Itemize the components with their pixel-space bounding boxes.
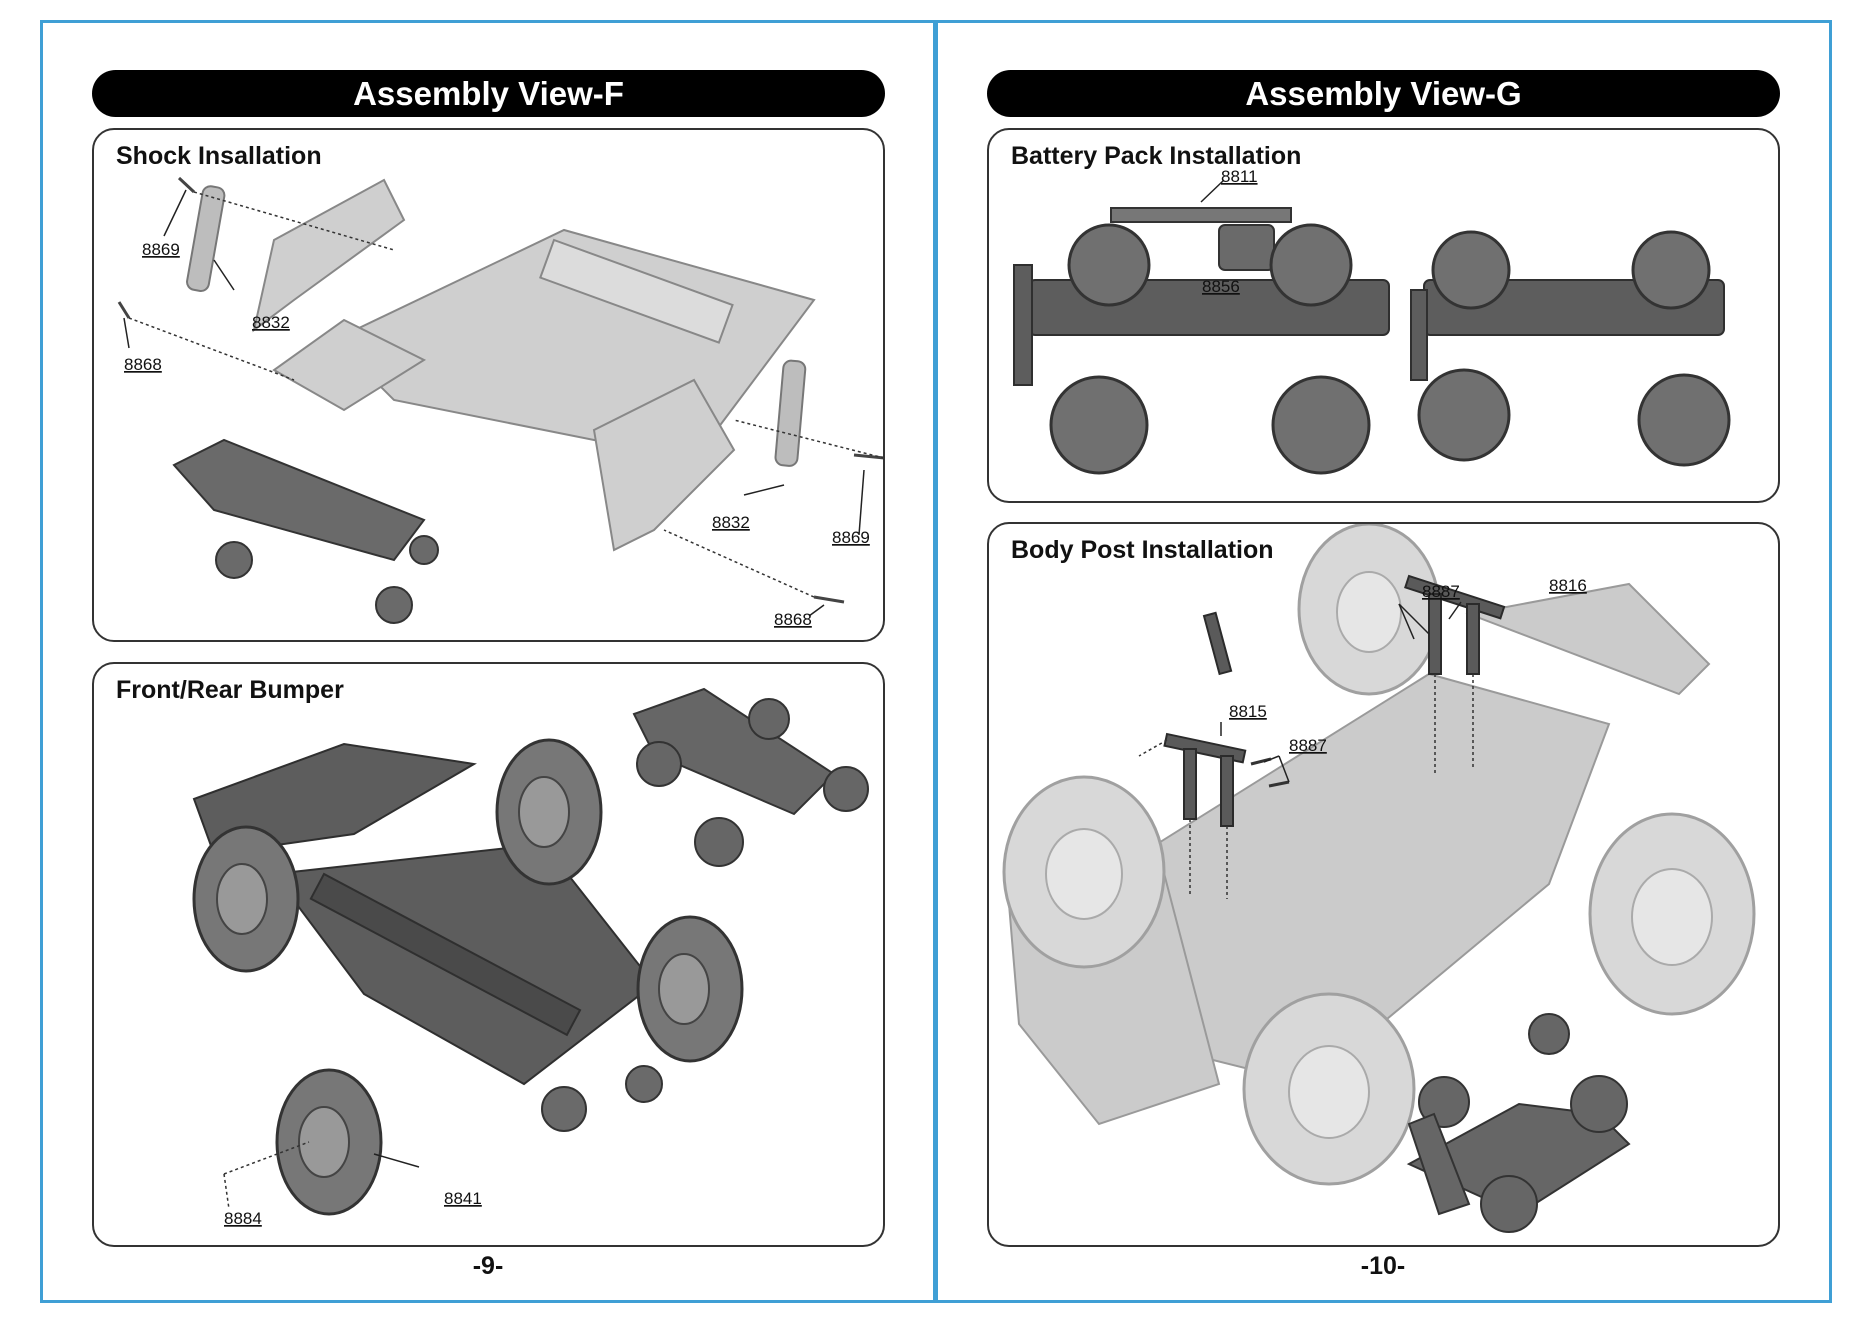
inset-truck-illustration xyxy=(634,689,868,866)
body-post-illustration: 8887 8816 8815 8887 xyxy=(989,524,1780,1247)
left-page-title: Assembly View-F xyxy=(92,70,885,117)
part-label-8884: 8884 xyxy=(224,1209,262,1228)
part-label-8832: 8832 xyxy=(252,313,290,332)
part-label-8868: 8868 xyxy=(124,355,162,374)
part-label-8887: 8887 xyxy=(1422,582,1460,601)
battery-strap-illustration xyxy=(1111,208,1291,222)
part-label-8841: 8841 xyxy=(444,1189,482,1208)
body-post-panel: Body Post Installation xyxy=(987,522,1780,1247)
part-label-8832: 8832 xyxy=(712,513,750,532)
part-label-8816: 8816 xyxy=(1549,576,1587,595)
shock-installation-panel: Shock Insallation xyxy=(92,128,885,642)
part-label-8869: 8869 xyxy=(142,240,180,259)
right-page-title: Assembly View-G xyxy=(987,70,1780,117)
bumper-panel: Front/Rear Bumper xyxy=(92,662,885,1247)
wheel-illustration xyxy=(1419,232,1729,465)
part-label-8815: 8815 xyxy=(1229,702,1267,721)
part-label-8811: 8811 xyxy=(1221,167,1258,186)
wheel-illustration xyxy=(1051,225,1369,473)
battery-pack-illustration xyxy=(1219,225,1274,270)
inset-truck-illustration xyxy=(1409,1014,1629,1232)
bumper-illustration: 8884 8841 xyxy=(94,664,885,1247)
inset-truck-illustration xyxy=(174,440,438,623)
shock-installation-illustration: 8869 8832 8868 8832 8869 8868 xyxy=(94,130,885,642)
part-label-8868: 8868 xyxy=(774,610,812,629)
battery-pack-panel: Battery Pack Installation 8811 8856 xyxy=(987,128,1780,503)
part-label-8856: 8856 xyxy=(1202,277,1240,296)
part-label-8887: 8887 xyxy=(1289,736,1327,755)
part-label-8869: 8869 xyxy=(832,528,870,547)
battery-pack-illustration: 8811 8856 xyxy=(989,130,1780,503)
page-number: -10- xyxy=(1323,1252,1443,1281)
page-number: -9- xyxy=(428,1252,548,1281)
